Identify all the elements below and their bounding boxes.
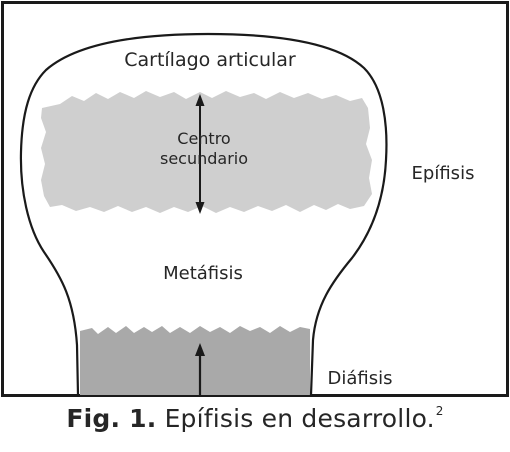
figure-panel: Cartílago articular Centro secundario Ep… <box>1 1 509 397</box>
secondary-center-region <box>41 91 372 213</box>
bone-outline <box>19 32 388 396</box>
arrowhead-up <box>195 343 205 356</box>
secondary-center-label-line2: secundario <box>160 149 248 168</box>
epiphysis-label: Epífisis <box>412 163 475 184</box>
arrowhead-down <box>195 202 205 214</box>
reference-superscript: 2 <box>435 404 444 418</box>
secondary-center-label-line1: Centro <box>177 129 230 148</box>
metaphysis-label: Metáfisis <box>163 263 243 284</box>
figure-caption: Fig. 1. Epífisis en desarrollo.2 <box>0 404 510 433</box>
epiphysis-diagram: Cartílago articular Centro secundario Ep… <box>1 1 509 397</box>
diaphysis-label: Diáfisis <box>328 368 393 389</box>
caption-text: Epífisis en desarrollo. <box>164 404 435 433</box>
articular-cartilage-label: Cartílago articular <box>124 49 296 71</box>
diagram-frame <box>1 1 509 397</box>
arrowhead-up <box>195 94 205 106</box>
figure-number: Fig. 1. <box>66 404 157 433</box>
diaphysis-region <box>80 326 310 395</box>
diaphysis-arrow <box>195 343 205 395</box>
secondary-center-arrow <box>195 94 205 214</box>
